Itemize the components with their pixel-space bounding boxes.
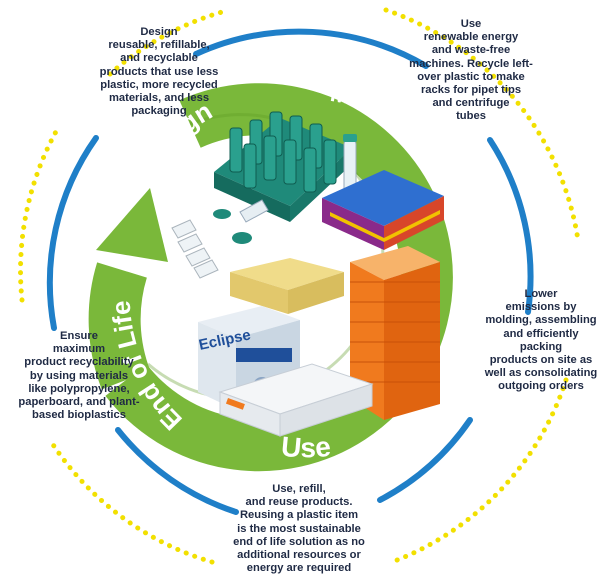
dotted-arc-bottom-left [47, 437, 215, 565]
outer-ring [18, 7, 581, 565]
blue-arc-right [487, 137, 534, 315]
loose-tube [213, 199, 269, 244]
blue-arc-top [193, 28, 429, 69]
end-of-life-description: Ensure maximum product recyclability by … [18, 330, 140, 422]
lab-products-illustration: Eclipse [171, 111, 444, 437]
use-description: Use, refill, and reuse products. Reusing… [233, 483, 365, 575]
dotted-arc-bottom-right [389, 377, 569, 565]
cycle-arrowhead-icon [96, 188, 168, 262]
teal-tube-rack [214, 111, 357, 222]
microtubes [171, 219, 219, 279]
distribute-description: Lower emissions by molding, assembling a… [484, 288, 598, 393]
stage-label-use: Use [280, 431, 332, 464]
centrifuge-tubes [229, 111, 337, 193]
cycle-arrow-tail [88, 262, 151, 390]
blue-tip-rack [322, 170, 444, 250]
manufacture-description: Use renewable energy and waste-free mach… [409, 18, 533, 123]
blue-arc-bottom-right [377, 417, 473, 503]
blue-arc-bottom-left [115, 427, 239, 515]
design-description: Design reusable, refillable, and recycla… [99, 26, 219, 118]
dotted-arc-top-right [383, 7, 581, 243]
yellow-tray [230, 258, 344, 314]
dotted-arc-top-left [107, 9, 225, 77]
blue-arc-left [46, 135, 99, 331]
white-carton [218, 363, 374, 437]
dotted-arc-left [18, 125, 61, 303]
